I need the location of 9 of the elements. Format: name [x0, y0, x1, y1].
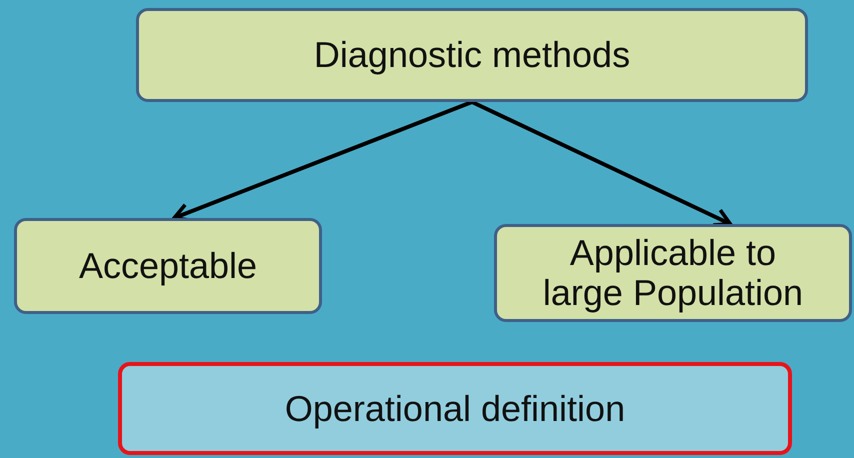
- node-label: Diagnostic methods: [314, 35, 630, 75]
- process-box: [494, 224, 852, 322]
- title-box: [136, 8, 808, 102]
- node-label: Acceptable: [78, 246, 258, 286]
- process-box: [14, 218, 322, 314]
- node-label: Operational definition: [284, 388, 626, 428]
- node-label: Applicable to large Population: [542, 233, 804, 313]
- arrow: [471, 100, 732, 227]
- highlight-box: [118, 362, 792, 455]
